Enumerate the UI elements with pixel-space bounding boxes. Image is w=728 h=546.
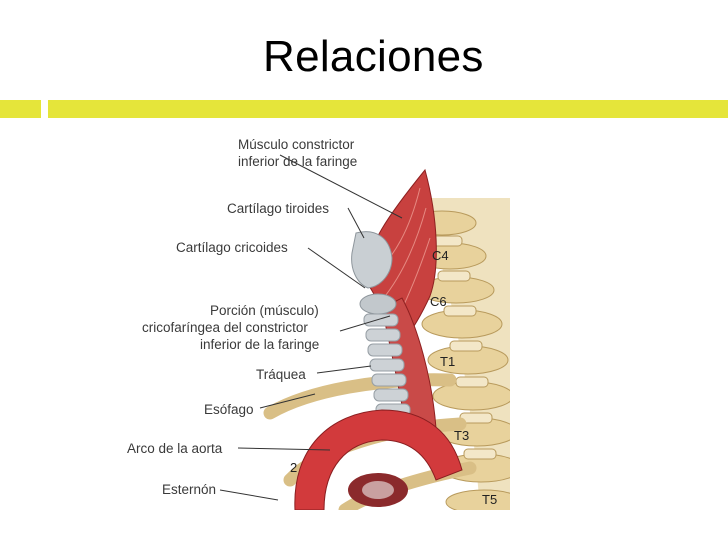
aortic-arch <box>294 409 463 510</box>
anatomy-illustration: C4 C6 T1 T3 T5 2 <box>219 154 510 510</box>
label-traquea: Tráquea <box>256 367 306 382</box>
thyroid-cartilage <box>351 231 393 289</box>
title-accent-bar-left <box>0 100 41 118</box>
label-esternon: Esternón <box>162 482 217 497</box>
cricoid-cartilage <box>359 293 397 315</box>
label-inferior-faringe: inferior de la faringe <box>238 154 358 169</box>
rib-number-label: 2 <box>290 460 297 475</box>
label-pointer-lines <box>219 154 403 501</box>
label-inferior-faringe-2: inferior de la faringe <box>200 337 320 352</box>
label-cartilago-cricoides: Cartílago cricoides <box>176 240 288 255</box>
vertebra-label-t5: T5 <box>482 492 497 507</box>
label-cricofaringea: cricofaríngea del constrictor <box>142 320 308 335</box>
label-cartilago-tiroides: Cartílago tiroides <box>227 201 330 216</box>
label-arco-aorta: Arco de la aorta <box>127 441 223 456</box>
label-porcion-musculo: Porción (músculo) <box>210 303 319 318</box>
label-musculo-constrictor: Músculo constrictor <box>238 137 355 152</box>
vertebra-label-c6: C6 <box>430 294 447 309</box>
title-accent-bar-right <box>48 100 728 118</box>
vertebra-label-c4: C4 <box>432 248 449 263</box>
slide-title: Relaciones <box>263 32 484 81</box>
vertebra-label-t3: T3 <box>454 428 469 443</box>
vertebra-label-t1: T1 <box>440 354 455 369</box>
label-esofago: Esófago <box>204 402 254 417</box>
